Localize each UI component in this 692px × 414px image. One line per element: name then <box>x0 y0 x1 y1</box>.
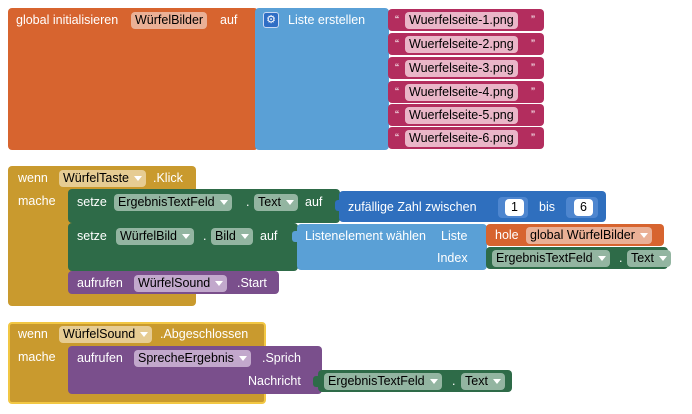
connector-nub <box>335 200 341 211</box>
dot-label: . <box>452 374 456 388</box>
aufrufen-label: aufrufen <box>77 351 123 365</box>
event-component-dropdown[interactable]: WürfelSound <box>59 326 153 343</box>
dropdown-value: WürfelSound <box>63 327 136 341</box>
text-value-field[interactable]: Wuerfelseite-4.png <box>405 84 518 101</box>
chevron-down-icon <box>219 200 228 205</box>
call-component-dropdown[interactable]: WürfelSound <box>134 275 228 292</box>
text-value-field[interactable]: Wuerfelseite-6.png <box>405 130 518 147</box>
chevron-down-icon <box>215 281 224 286</box>
event-name-label: .Klick <box>153 171 183 185</box>
quote-close: ” <box>531 85 535 99</box>
connector-nub <box>292 231 298 242</box>
getter-property-dropdown[interactable]: Text <box>627 250 671 267</box>
quote-close: ” <box>531 61 535 75</box>
auf-label: auf <box>305 195 323 209</box>
chevron-down-icon <box>238 356 247 361</box>
select-list-item-block[interactable] <box>297 224 487 270</box>
getter-property-dropdown[interactable]: Text <box>461 373 505 390</box>
dropdown-value: SprecheErgebnis <box>138 351 234 365</box>
quote-open: “ <box>395 85 399 99</box>
method-label: .Sprich <box>262 351 301 365</box>
dot-label: . <box>203 229 207 243</box>
text-value-field[interactable]: Wuerfelseite-3.png <box>405 60 518 77</box>
select-list-item-label: Listenelement wählen <box>305 229 426 243</box>
text-value-field[interactable]: Wuerfelseite-1.png <box>405 12 518 29</box>
getter-component-dropdown[interactable]: ErgebnisTextFeld <box>324 373 442 390</box>
index-label: Index <box>437 251 468 265</box>
auf-label: auf <box>260 229 278 243</box>
random-label: zufällige Zahl zwischen <box>348 200 477 214</box>
chevron-down-icon <box>240 234 249 239</box>
event-component-dropdown[interactable]: WürfelTaste <box>59 170 146 187</box>
dropdown-value: Text <box>465 374 488 388</box>
set-component-dropdown[interactable]: ErgebnisTextFeld <box>114 194 232 211</box>
dropdown-value: ErgebnisTextFeld <box>328 374 425 388</box>
quote-open: “ <box>395 131 399 145</box>
dot-label: . <box>246 195 250 209</box>
chevron-down-icon <box>492 379 501 384</box>
chevron-down-icon <box>140 332 149 337</box>
nachricht-label: Nachricht <box>248 374 301 388</box>
set-property-dropdown[interactable]: Text <box>254 194 298 211</box>
connector-nub <box>313 376 319 387</box>
bis-label: bis <box>539 200 555 214</box>
create-list-block[interactable] <box>255 8 389 150</box>
set-component-dropdown[interactable]: WürfelBild <box>116 228 194 245</box>
chevron-down-icon <box>639 233 648 238</box>
call-component-dropdown[interactable]: SprecheErgebnis <box>134 350 251 367</box>
dropdown-value: ErgebnisTextFeld <box>118 195 215 209</box>
chevron-down-icon <box>597 256 606 261</box>
variable-dropdown[interactable]: global WürfelBilder <box>526 227 652 244</box>
setze-label: setze <box>77 195 107 209</box>
set-property-dropdown[interactable]: Bild <box>211 228 253 245</box>
method-label: .Start <box>237 276 267 290</box>
quote-close: ” <box>531 131 535 145</box>
global-variable-name-field[interactable]: WürfelBilder <box>131 12 208 29</box>
quote-close: ” <box>531 37 535 51</box>
getter-component-dropdown[interactable]: ErgebnisTextFeld <box>492 250 610 267</box>
chevron-down-icon <box>658 256 667 261</box>
event-name-label: .Abgeschlossen <box>160 327 249 341</box>
event-mache-label: mache <box>18 194 56 208</box>
dropdown-value: Text <box>631 251 654 265</box>
dropdown-value: Text <box>258 195 281 209</box>
event-wenn-label: wenn <box>18 327 48 341</box>
gear-icon[interactable]: ⚙ <box>263 12 279 28</box>
number-to-field[interactable]: 6 <box>574 199 593 216</box>
quote-open: “ <box>395 108 399 122</box>
dropdown-value: WürfelTaste <box>63 171 129 185</box>
dropdown-value: WürfelBild <box>120 229 177 243</box>
dropdown-value: global WürfelBilder <box>530 228 635 242</box>
dot-label: . <box>619 251 623 265</box>
quote-open: “ <box>395 13 399 27</box>
quote-open: “ <box>395 37 399 51</box>
dropdown-value: Bild <box>215 229 236 243</box>
global-init-label: global initialisieren <box>16 13 119 27</box>
chevron-down-icon <box>181 234 190 239</box>
aufrufen-label: aufrufen <box>77 276 123 290</box>
quote-close: ” <box>531 108 535 122</box>
global-variable-block[interactable] <box>8 8 258 150</box>
text-value-field[interactable]: Wuerfelseite-5.png <box>405 107 518 124</box>
quote-open: “ <box>395 61 399 75</box>
quote-close: ” <box>531 13 535 27</box>
event-wenn-label: wenn <box>18 171 48 185</box>
text-value-field[interactable]: Wuerfelseite-2.png <box>405 36 518 53</box>
liste-label: Liste <box>441 229 468 243</box>
chevron-down-icon <box>285 200 294 205</box>
create-list-label: Liste erstellen <box>288 13 366 27</box>
dropdown-value: ErgebnisTextFeld <box>496 251 593 265</box>
chevron-down-icon <box>134 176 142 181</box>
number-from-field[interactable]: 1 <box>505 199 524 216</box>
event-mache-label: mache <box>18 350 56 364</box>
dropdown-value: WürfelSound <box>138 276 211 290</box>
random-integer-block[interactable] <box>339 191 606 222</box>
hole-label: hole <box>495 228 519 242</box>
chevron-down-icon <box>429 379 438 384</box>
global-init-auf-label: auf <box>220 13 238 27</box>
setze-label: setze <box>77 229 107 243</box>
